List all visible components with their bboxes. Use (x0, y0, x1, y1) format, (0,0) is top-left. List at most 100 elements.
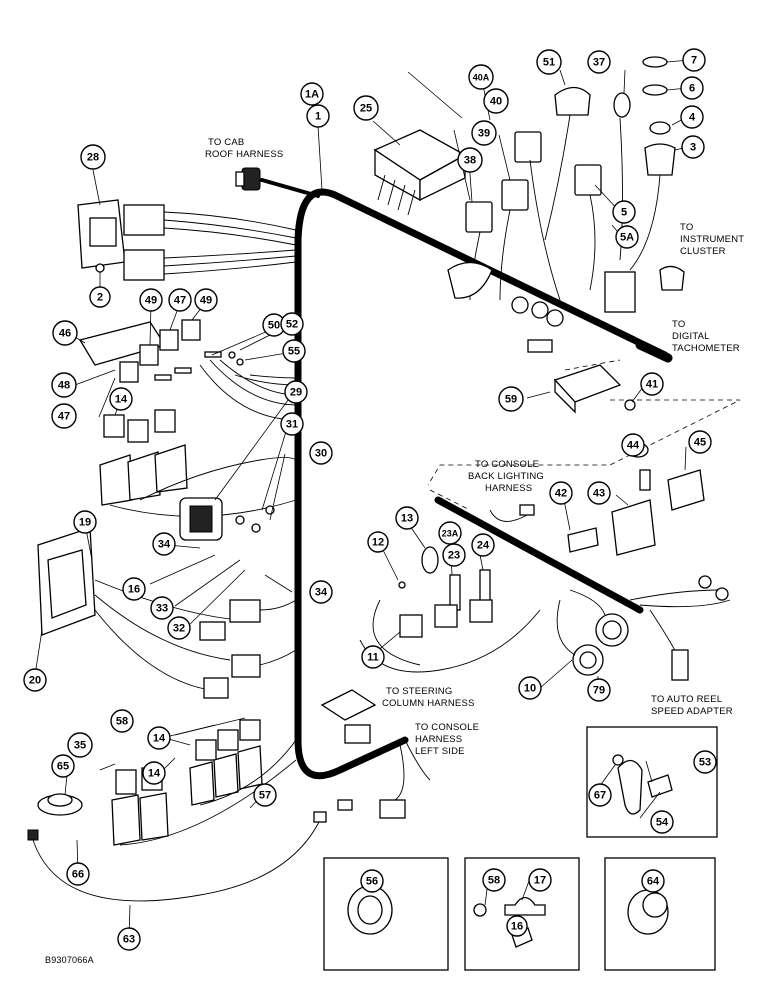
callout-number: 1A (305, 89, 319, 101)
callout-circle (518, 676, 542, 700)
callout-49b: 49 (194, 288, 218, 312)
callout-number: 52 (286, 319, 298, 331)
svg-text:BACK LIGHTING: BACK LIGHTING (468, 471, 544, 482)
callout-47b: 47 (51, 403, 77, 429)
svg-text:TO CONSOLE: TO CONSOLE (475, 459, 539, 470)
callout-circle (280, 412, 304, 436)
callout-circle (650, 810, 674, 834)
callout-64: 64 (641, 869, 665, 893)
callout-number: 3 (690, 142, 696, 154)
callout-circle (587, 481, 611, 505)
callout-3: 3 (681, 135, 705, 159)
callout-23a: 23A (438, 521, 462, 545)
rocker-switches-38-40 (465, 131, 602, 233)
console-branch-harness (434, 496, 644, 614)
callout-56: 56 (360, 869, 384, 893)
console-left-connectors (320, 689, 431, 819)
callout-circle (621, 433, 645, 457)
callout-circle (152, 532, 176, 556)
callout-16b: 16 (506, 915, 528, 937)
label-digital-tachometer: TO DIGITAL TACHOMETER (672, 319, 740, 354)
callout-2: 2 (89, 286, 111, 308)
callout-number: 47 (58, 411, 70, 423)
callout-11: 11 (361, 645, 385, 669)
callout-circle (51, 372, 77, 398)
callout-79: 79 (587, 678, 611, 702)
callout-38: 38 (457, 147, 483, 173)
callout-circle (109, 387, 133, 411)
callout-number: 64 (647, 876, 660, 888)
callout-23: 23 (442, 543, 466, 567)
callout-circle (284, 380, 308, 404)
callout-52: 52 (280, 312, 304, 336)
callout-20: 20 (23, 668, 47, 692)
callout-number: 37 (593, 57, 605, 69)
callout-circle (52, 320, 78, 346)
callout-circle (122, 577, 146, 601)
callout-7: 7 (682, 48, 706, 72)
callout-circle (89, 286, 111, 308)
dashed-leader-59 (427, 359, 741, 486)
callout-14a: 14 (109, 387, 133, 411)
callout-number: 42 (555, 488, 567, 500)
callout-number: 6 (689, 83, 695, 95)
callout-number: 16 (511, 921, 523, 933)
callout-number: 34 (315, 587, 328, 599)
callout-67: 67 (588, 783, 612, 807)
callout-65: 65 (51, 754, 75, 778)
callout-number: 5 (621, 207, 627, 219)
callout-circle (300, 82, 324, 106)
label-steering-column: TO STEERING COLUMN HARNESS (382, 686, 475, 709)
callout-14b: 14 (142, 761, 166, 785)
callout-circle (471, 120, 497, 146)
callout-53: 53 (693, 750, 717, 774)
callout-circle (457, 147, 483, 173)
callout-circle (139, 288, 163, 312)
svg-text:TACHOMETER: TACHOMETER (672, 343, 740, 354)
callout-42: 42 (549, 481, 573, 505)
callout-number: 5A (620, 232, 634, 244)
relay-59 (527, 339, 636, 414)
callout-number: 20 (29, 675, 41, 687)
connectors-center-left (199, 599, 297, 699)
callout-number: 10 (524, 683, 536, 695)
svg-text:TO: TO (672, 319, 685, 330)
callout-circle (306, 104, 330, 128)
callout-circle (361, 645, 385, 669)
callout-circle (482, 868, 506, 892)
callout-5a: 5A (615, 225, 639, 249)
instrument-cluster-connector (604, 265, 685, 313)
callout-49a: 49 (139, 288, 163, 312)
tachometer-end (635, 340, 673, 363)
callout-number: 45 (694, 437, 706, 449)
callout-1: 1 (306, 104, 330, 128)
callout-circle (471, 533, 495, 557)
callout-1a: 1A (300, 82, 324, 106)
callout-circle (367, 531, 389, 553)
callout-47a: 47 (168, 288, 192, 312)
svg-text:COLUMN HARNESS: COLUMN HARNESS (382, 698, 475, 709)
callout-number: 12 (372, 537, 384, 549)
wiring-upper-right (447, 114, 661, 327)
callout-4: 4 (680, 105, 704, 129)
svg-text:INSTRUMENT: INSTRUMENT (680, 234, 744, 245)
callout-circle (498, 386, 524, 412)
callout-number: 79 (593, 685, 605, 697)
callout-number: 59 (505, 394, 517, 406)
callout-number: 58 (488, 875, 500, 887)
module-20 (37, 527, 241, 691)
main-harness (294, 188, 669, 780)
callout-16a: 16 (122, 577, 146, 601)
callout-57: 57 (253, 783, 277, 807)
callout-circle (536, 49, 562, 75)
callout-circle (353, 95, 379, 121)
label-instrument-cluster: TO INSTRUMENT CLUSTER (680, 222, 744, 257)
callout-circle (150, 596, 174, 620)
callout-circle (67, 732, 93, 758)
callout-32: 32 (167, 616, 191, 640)
callout-circle (51, 403, 77, 429)
callout-number: 48 (58, 380, 70, 392)
svg-text:TO AUTO REEL: TO AUTO REEL (651, 694, 722, 705)
callout-circle (680, 105, 704, 129)
